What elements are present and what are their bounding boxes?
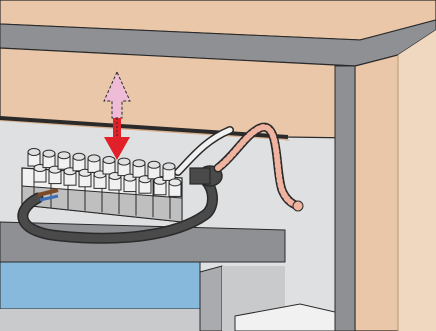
screw-head-back — [58, 152, 70, 159]
screw-head-back — [118, 158, 130, 165]
pink-cable-end — [293, 201, 303, 211]
screw-head-back — [103, 157, 115, 164]
screw-head-back — [28, 149, 40, 156]
right-gray-frame — [335, 66, 355, 331]
lower-left-panel — [0, 309, 200, 331]
screw-head-front — [169, 179, 181, 186]
screw-head-back — [73, 153, 85, 160]
bottom-box-left — [200, 266, 222, 331]
screw-head-back — [163, 163, 175, 170]
right-post-face — [398, 30, 436, 331]
grommet-body — [190, 168, 210, 184]
screw-head-back — [133, 160, 145, 167]
blue-strip — [0, 262, 200, 309]
screw-head-back — [43, 150, 55, 157]
screw-head-back — [148, 161, 160, 168]
screw-head-back — [88, 155, 100, 162]
